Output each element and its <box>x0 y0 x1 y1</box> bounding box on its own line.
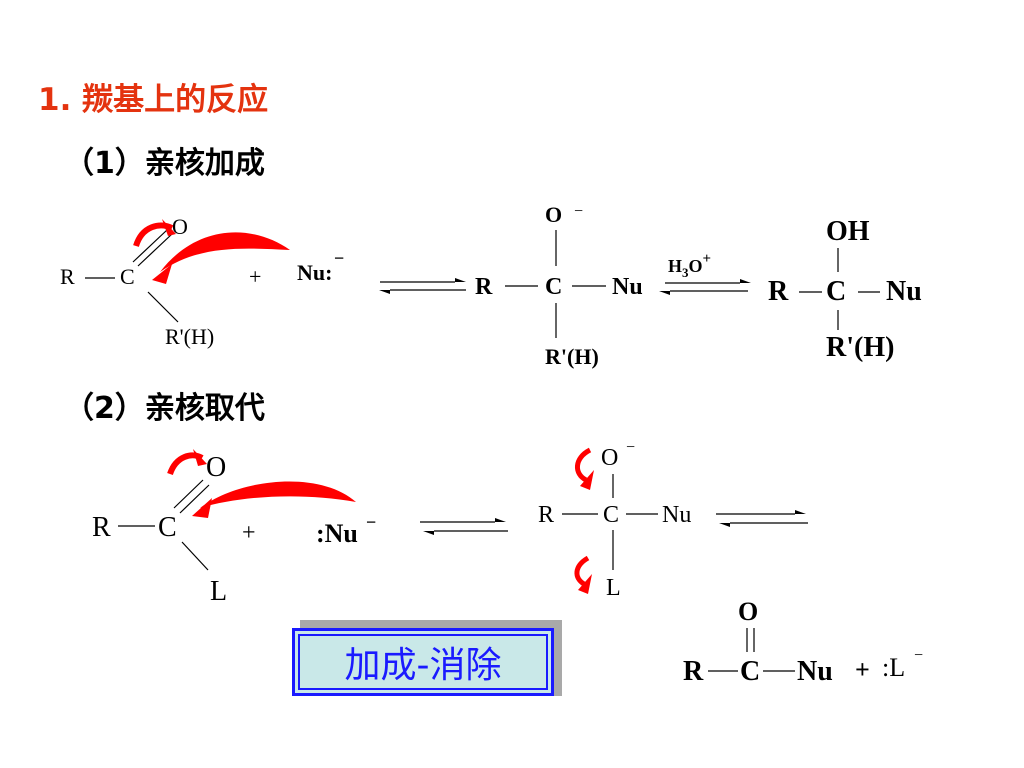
oxygen: O <box>601 445 618 471</box>
carbon: C <box>740 656 760 687</box>
double-bond <box>137 233 173 267</box>
leaving-group: L <box>606 575 621 601</box>
substitution-intermediate: O − R C Nu L <box>538 439 691 601</box>
mechanism-label: 加成-消除 <box>292 628 554 696</box>
negative-charge: − <box>334 248 344 268</box>
nucleophile-group: Nu <box>797 656 833 687</box>
carbonyl-oxygen: O <box>206 452 226 483</box>
r-prime-group: R'(H) <box>826 332 894 363</box>
plus-sign: + <box>249 264 261 289</box>
electron-flow-arrow <box>200 481 356 508</box>
r-prime-group: R'(H) <box>165 324 214 349</box>
leaving-group: L <box>210 576 227 607</box>
electron-flow-arrow <box>574 555 590 587</box>
bond <box>147 291 179 323</box>
carbonyl-carbon: C <box>158 512 177 543</box>
nucleophile: :Nu <box>316 519 358 548</box>
nucleophile-group: Nu <box>662 502 691 528</box>
addition-product: OH R C Nu R'(H) <box>768 216 922 363</box>
addition-reactant: R C O R'(H) + Nu: − <box>60 214 344 349</box>
electron-flow-arrow <box>160 232 290 272</box>
equilibrium-arrow <box>379 278 466 294</box>
double-bond <box>179 484 210 514</box>
bond <box>181 541 209 571</box>
r-group: R <box>768 276 789 307</box>
r-group: R <box>475 274 493 300</box>
carbonyl-oxygen: O <box>172 214 188 239</box>
nucleophile-group: Nu <box>612 274 643 300</box>
oxygen: O <box>738 597 758 626</box>
electron-flow-arrow <box>575 447 592 483</box>
double-bond <box>173 479 204 509</box>
arrowhead <box>580 470 594 490</box>
arrowhead <box>578 574 592 594</box>
carbonyl-carbon: C <box>120 264 135 289</box>
arrowhead <box>193 449 207 466</box>
equilibrium-arrow <box>716 510 808 527</box>
negative-charge: − <box>574 203 583 220</box>
section-title: 1. 羰基上的反应 <box>38 82 269 118</box>
oxygen: O <box>545 202 562 227</box>
nucleophile-group: Nu <box>886 276 922 307</box>
r-group: R <box>683 656 704 687</box>
subsection-title-addition: （1）亲核加成 <box>64 146 265 181</box>
plus-sign: + <box>242 520 256 546</box>
negative-charge: − <box>914 647 923 664</box>
carbon: C <box>826 276 846 307</box>
carbon: C <box>545 274 562 300</box>
carbon: C <box>603 502 619 528</box>
arrowhead <box>152 264 172 284</box>
r-group: R <box>538 502 554 528</box>
negative-charge: − <box>626 439 635 456</box>
arrowhead <box>162 219 176 236</box>
equilibrium-arrow-h3o: H3O+ <box>659 251 751 295</box>
substitution-reactant: R C O L + :Nu − <box>92 449 376 607</box>
addition-intermediate: O − R C Nu R'(H) <box>475 202 643 369</box>
substitution-product: O R C Nu + :L − <box>683 597 923 687</box>
nucleophile: Nu: <box>297 260 332 285</box>
leaving-group: :L <box>882 653 905 682</box>
equilibrium-arrow <box>420 518 508 535</box>
r-group: R <box>92 512 111 543</box>
r-prime-group: R'(H) <box>545 344 599 369</box>
plus-sign: + <box>855 655 870 684</box>
hydroxyl: OH <box>826 216 870 247</box>
r-group: R <box>60 264 75 289</box>
reagent: H3O+ <box>668 251 711 280</box>
subsection-title-substitution: （2）亲核取代 <box>64 391 265 426</box>
arrowhead <box>192 498 212 518</box>
negative-charge: − <box>366 512 376 532</box>
double-bond <box>132 229 168 263</box>
